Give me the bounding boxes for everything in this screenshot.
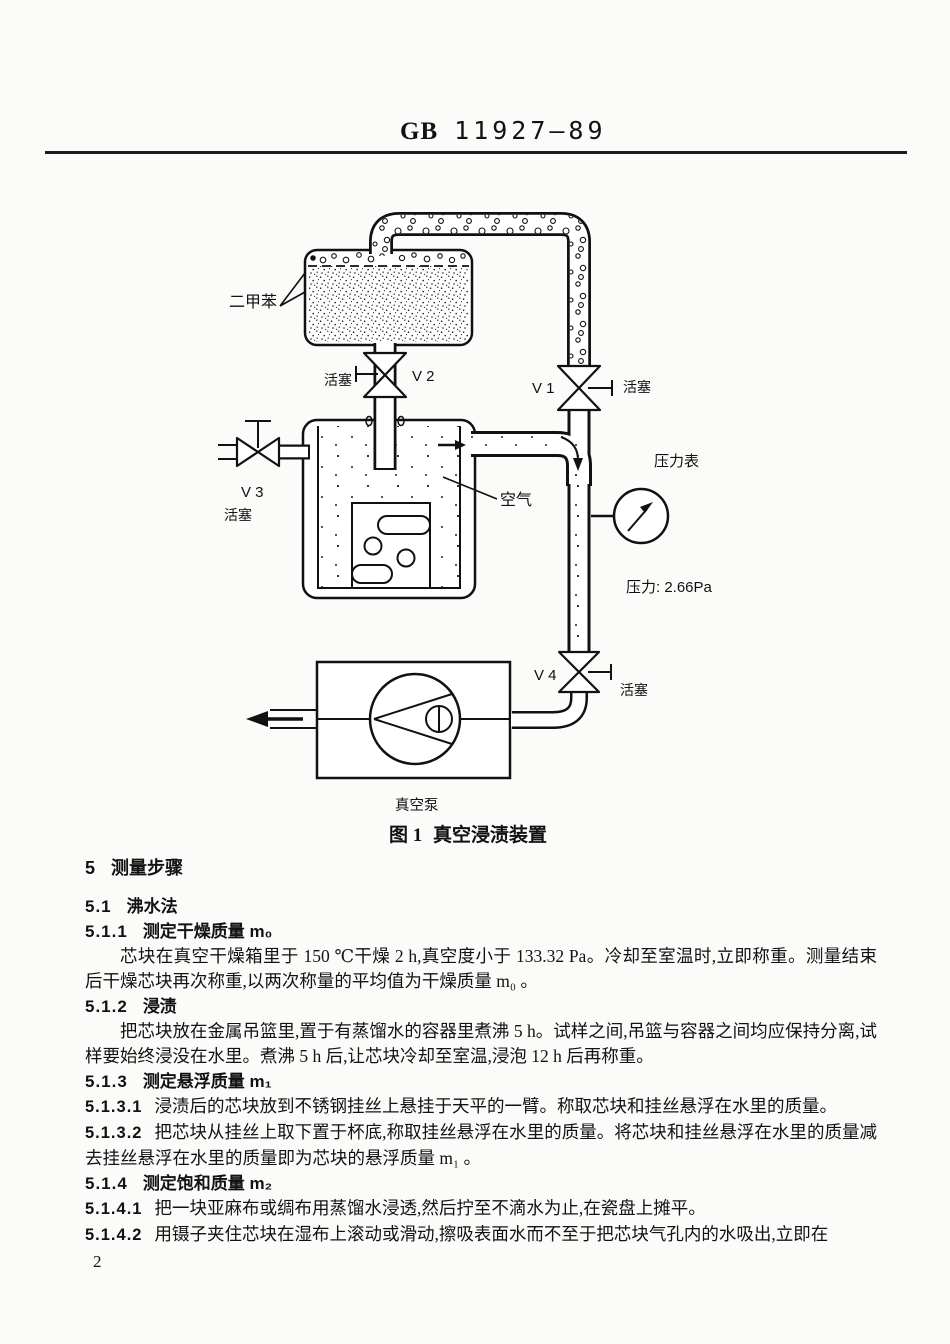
valve-v3 (218, 420, 281, 468)
standard-header: GB 11927—89 (400, 116, 607, 146)
pump-exhaust (246, 709, 317, 729)
v1-stopcock-label: 活塞 (623, 379, 651, 395)
valve-v4 (557, 650, 612, 694)
clause-number: 5.1.4.1 (85, 1200, 143, 1218)
gauge-needle-head (640, 502, 653, 513)
pressure-gauge (591, 487, 670, 545)
clause-number: 5 (85, 858, 97, 878)
xylene-leader-line (279, 272, 306, 307)
clause-number: 5.1.3.2 (85, 1124, 143, 1142)
sample-container (351, 502, 431, 589)
vacuum-pump-rotor (368, 672, 462, 766)
gauge-label: 压力表 (654, 453, 699, 470)
gauge-needle (627, 508, 648, 532)
xylene-tank (279, 248, 474, 347)
page-number: 2 (93, 1252, 102, 1271)
clause-title: 测定干燥质量 m₀ (142, 922, 273, 941)
xylene-label: 二甲苯 (229, 293, 277, 311)
clause-number: 5.1.3.1 (85, 1098, 143, 1116)
v4-label: V 4 (534, 667, 557, 684)
standard-number: 11927—89 (454, 116, 607, 145)
pressure-value-label: 压力: 2.66Pa (626, 579, 713, 596)
clause-text: 把芯块从挂丝上取下置于杯底,称取挂丝悬浮在水里的质量。将芯块和挂丝悬浮在水里的质… (85, 1122, 877, 1168)
clause-5-1-2-heading: 5.1.2 浸渍 (85, 994, 877, 1019)
figure-caption-title: 真空浸渍装置 (433, 823, 547, 846)
v4-stopcock-label: 活塞 (620, 682, 648, 698)
joint-mark-right (397, 415, 405, 427)
clause-5-1-1-heading: 5.1.1 测定干燥质量 m₀ (85, 919, 877, 944)
pump-label: 真空泵 (395, 796, 439, 814)
valve-v1 (556, 364, 613, 412)
clause-number: 5.1.4 (85, 1174, 128, 1193)
valve-v2 (355, 351, 408, 399)
v3-label: V 3 (241, 484, 264, 501)
clause-title: 测量步骤 (111, 858, 184, 878)
paragraph-5-1-1: 芯块在真空干燥箱里于 150 ℃干燥 2 h,真空度小于 133.32 Pa。冷… (85, 946, 877, 991)
clause-number: 5.1.3 (85, 1072, 128, 1091)
clause-5-1-4-heading: 5.1.4 测定饱和质量 m₂ (85, 1171, 877, 1196)
clause-5-1-3-heading: 5.1.3 测定悬浮质量 m₁ (85, 1069, 877, 1094)
clause-title: 浸渍 (142, 997, 177, 1016)
standard-code: GB (400, 118, 439, 145)
paragraph-5-1-4-1: 5.1.4.1 把一块亚麻布或绸布用蒸馏水浸透,然后拧至不滴水为止,在瓷盘上摊平。 (85, 1196, 877, 1222)
air-label: 空气 (500, 491, 532, 509)
joint-mark-left (365, 415, 373, 427)
clause-title: 沸水法 (126, 897, 178, 916)
v3-stopcock-label: 活塞 (224, 507, 252, 523)
clause-5-heading: 5 测量步骤 (85, 856, 877, 881)
exhaust-arrowhead (246, 711, 268, 727)
clause-text: 浸渍后的芯块放到不锈钢挂丝上悬挂于天平的一臂。称取芯块和挂丝悬浮在水里的质量。 (154, 1096, 837, 1116)
paragraph-5-1-2: 把芯块放在金属吊篮里,置于有蒸馏水的容器里煮沸 5 h。试样之间,吊篮与容器之间… (85, 1021, 877, 1066)
paragraph-5-1-4-2: 5.1.4.2 用镊子夹住芯块在湿布上滚动或滑动,擦吸表面水而不至于把芯块气孔内的… (85, 1222, 877, 1248)
clause-number: 5.1.2 (85, 997, 128, 1016)
paragraph-5-1-3-1: 5.1.3.1 浸渍后的芯块放到不锈钢挂丝上悬挂于天平的一臂。称取芯块和挂丝悬浮在… (85, 1094, 877, 1120)
clause-number: 5.1.1 (85, 922, 128, 941)
section-5-text: 5 测量步骤 5.1 沸水法 5.1.1 测定干燥质量 m₀ 芯块在真空干燥箱里于 1… (85, 856, 877, 1248)
flow-arrows (438, 436, 583, 471)
v2-stopcock-label: 活塞 (324, 372, 352, 388)
clause-title: 测定饱和质量 m₂ (142, 1174, 273, 1193)
vacuum-chamber (301, 418, 498, 600)
clause-text: 把一块亚麻布或绸布用蒸馏水浸透,然后拧至不滴水为止,在瓷盘上摊平。 (154, 1198, 706, 1218)
clause-number: 5.1.4.2 (85, 1226, 143, 1244)
v2-label: V 2 (412, 368, 435, 385)
tank-bubbles (310, 252, 466, 264)
header-rule (45, 151, 907, 154)
clause-5-1-heading: 5.1 沸水法 (85, 894, 877, 919)
figure-1-diagram: 二甲苯 V 2 活塞 V 1 活塞 V 3 活塞 空气 压力表 压力: 2.66… (218, 212, 713, 846)
v1-label: V 1 (532, 380, 555, 397)
clause-title: 测定悬浮质量 m₁ (142, 1072, 272, 1091)
figure-caption-number: 图 1 (389, 824, 422, 846)
clause-number: 5.1 (85, 897, 112, 916)
clause-text: 用镊子夹住芯块在湿布上滚动或滑动,擦吸表面水而不至于把芯块气孔内的水吸出,立即在 (154, 1224, 829, 1244)
air-leader-line (442, 476, 498, 500)
